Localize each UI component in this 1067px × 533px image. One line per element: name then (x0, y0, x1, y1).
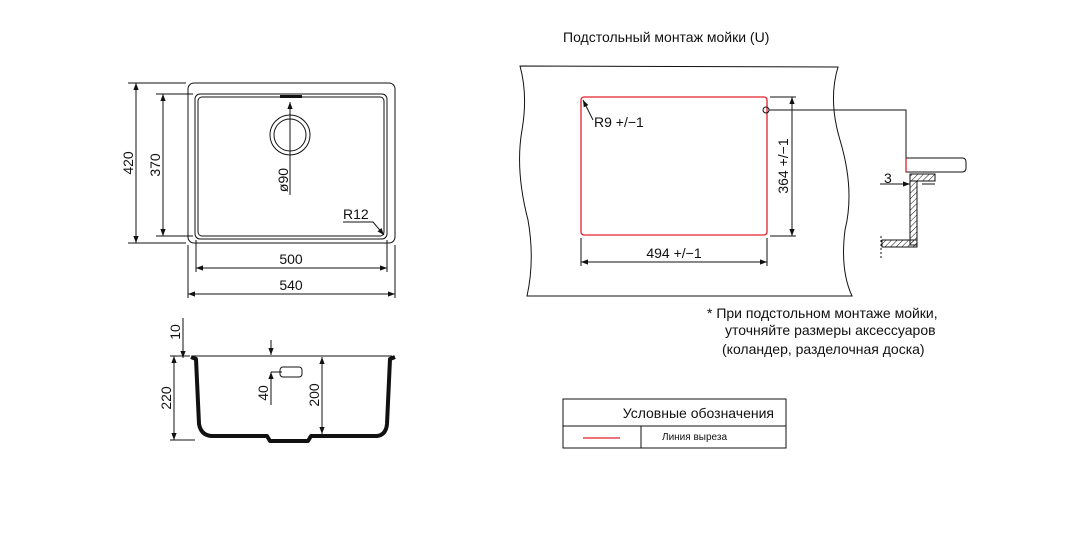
dim-200: 200 (306, 383, 322, 407)
dim-40: 40 (255, 385, 271, 401)
side-view: 10 220 40 200 (158, 318, 396, 443)
cutout-view: Подстольный монтаж мойки (U) 3 364 +/−1 … (519, 29, 967, 297)
dim-420: 420 (120, 151, 136, 175)
dim-r9: R9 +/−1 (594, 114, 644, 130)
sink-outer-outline (187, 82, 396, 244)
dim-drain: ø90 (275, 168, 291, 192)
countertop-profile (905, 157, 967, 173)
dim-220: 220 (158, 386, 174, 410)
dim-gap: 3 (884, 170, 892, 186)
legend-title: Условные обозначения (623, 405, 774, 421)
sink-profile (190, 355, 396, 443)
countertop (519, 65, 853, 297)
sink-bowl-outline (194, 93, 388, 240)
note: * При подстольном монтаже мойки, уточняй… (707, 305, 938, 357)
note-line: (коландер, разделочная доска) (722, 341, 925, 357)
overflow-slot (280, 95, 302, 98)
dim-494: 494 +/−1 (646, 245, 701, 261)
dim-r12: R12 (343, 206, 369, 222)
cut-line (580, 96, 768, 236)
dim-500: 500 (279, 251, 303, 267)
top-view: 420 370 500 540 ø90 R12 (120, 82, 396, 298)
note-line: * При подстольном монтаже мойки, (707, 305, 938, 321)
dim-540: 540 (279, 277, 303, 293)
dim-10: 10 (167, 324, 183, 340)
legend-item-label: Линия выреза (662, 432, 727, 443)
bracket (909, 173, 936, 182)
page-title: Подстольный монтаж мойки (U) (563, 29, 769, 45)
dim-370: 370 (147, 153, 163, 177)
note-line: уточняйте размеры аксессуаров (725, 322, 936, 338)
dim-364: 364 +/−1 (775, 138, 791, 193)
legend: Условные обозначения Линия выреза (562, 398, 787, 449)
overflow-hole (279, 366, 303, 378)
